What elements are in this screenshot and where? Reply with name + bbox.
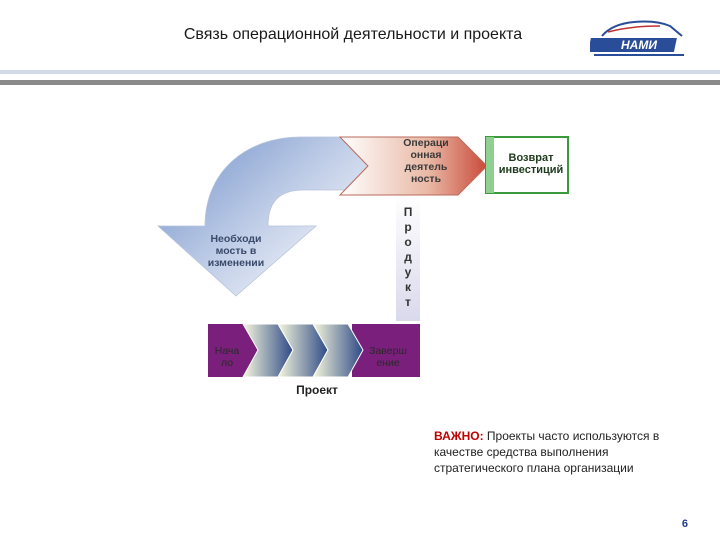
project-step-3 bbox=[312, 323, 364, 378]
product-bar bbox=[396, 194, 420, 321]
operations-label: Операци онная деятель ность bbox=[403, 137, 449, 185]
product-letter: т bbox=[405, 295, 411, 309]
logo: НАМИ bbox=[587, 14, 688, 62]
header-divider-gray bbox=[0, 80, 720, 85]
return-label: Возврат инвестиций bbox=[498, 152, 564, 176]
project-finish-block bbox=[352, 324, 420, 377]
page-number: 6 bbox=[681, 518, 688, 530]
important-label: ВАЖНО: bbox=[434, 429, 484, 443]
feedback-curved-arrow bbox=[156, 136, 381, 297]
finish-label: Заверш ение bbox=[369, 345, 407, 369]
product-letter: д bbox=[404, 250, 412, 264]
product-letter: у bbox=[404, 265, 412, 279]
product-letter: к bbox=[404, 280, 411, 294]
start-label: Нача ло bbox=[214, 345, 240, 369]
header-divider bbox=[0, 70, 720, 74]
product-letter: р bbox=[404, 220, 412, 234]
return-box-accent bbox=[486, 137, 494, 193]
important-note: ВАЖНО: Проекты часто используются в каче… bbox=[434, 428, 694, 476]
logo-text: НАМИ bbox=[621, 38, 657, 52]
product-letter: П bbox=[403, 205, 413, 219]
product-label: П р о д у к т bbox=[396, 205, 420, 310]
project-label: Проект bbox=[296, 383, 338, 397]
product-letter: о bbox=[404, 235, 412, 249]
return-box bbox=[485, 136, 569, 194]
page-title: Связь операционной деятельности и проект… bbox=[183, 26, 523, 43]
important-text: Проекты часто используются в качестве ср… bbox=[434, 429, 660, 475]
need-change-label: Необходи мость в изменении bbox=[207, 233, 265, 269]
operations-chevron bbox=[338, 136, 488, 196]
car-logo-icon: НАМИ bbox=[587, 20, 684, 56]
